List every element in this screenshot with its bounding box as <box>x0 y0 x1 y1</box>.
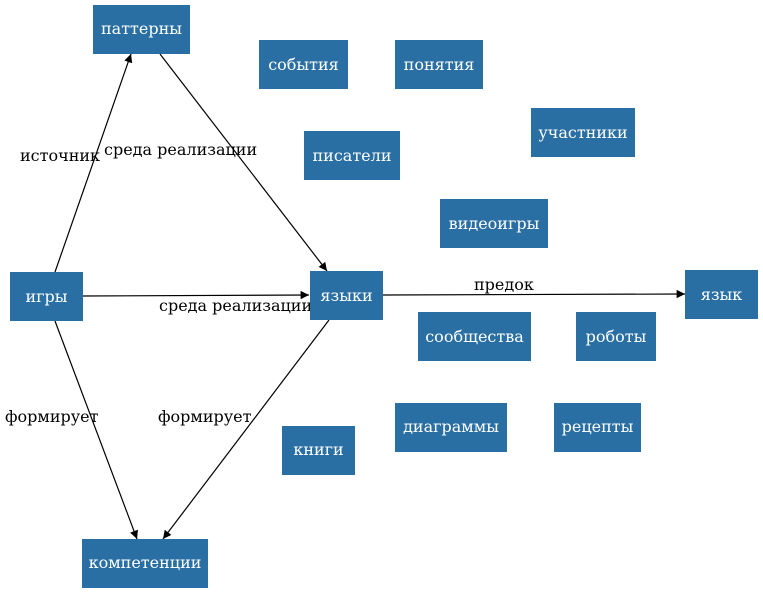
node-label: писатели <box>313 146 392 165</box>
node-participants[interactable]: участники <box>531 108 635 157</box>
node-diagrams[interactable]: диаграммы <box>395 403 507 452</box>
node-patterns[interactable]: паттерны <box>93 5 190 54</box>
edge-games-patterns <box>54 53 133 273</box>
node-languages[interactable]: языки <box>310 271 383 320</box>
edge-languages-language <box>382 289 686 299</box>
node-language[interactable]: язык <box>685 270 758 319</box>
node-label: видеоигры <box>449 214 540 233</box>
edge-patterns-languages <box>159 53 328 272</box>
node-label: роботы <box>586 327 647 346</box>
edge-label-ancestor: предок <box>474 275 534 294</box>
edge-languages-competencies <box>162 319 330 540</box>
node-label: участники <box>538 123 627 142</box>
node-label: компетенции <box>89 553 202 572</box>
node-label: понятия <box>404 55 475 74</box>
edge-label-forms-2: формирует <box>158 407 252 426</box>
node-label: книги <box>293 440 343 459</box>
node-label: диаграммы <box>403 417 499 436</box>
node-events[interactable]: события <box>259 40 348 89</box>
node-label: языки <box>320 286 372 305</box>
node-games[interactable]: игры <box>10 272 83 321</box>
node-label: рецепты <box>562 417 634 436</box>
node-communities[interactable]: сообщества <box>418 312 531 361</box>
edge-games-competencies <box>54 320 138 540</box>
node-competencies[interactable]: компетенции <box>82 539 208 588</box>
node-robots[interactable]: роботы <box>576 312 656 361</box>
node-label: паттерны <box>101 19 182 38</box>
node-recipes[interactable]: рецепты <box>554 403 641 452</box>
node-label: сообщества <box>425 327 524 346</box>
edge-label-forms-1: формирует <box>5 407 99 426</box>
edge-games-languages <box>82 290 310 300</box>
edge-label-implementation-env-1: среда реализации <box>104 140 257 159</box>
node-writers[interactable]: писатели <box>304 131 400 180</box>
node-concepts[interactable]: понятия <box>395 40 483 89</box>
node-videogames[interactable]: видеоигры <box>440 199 548 248</box>
edge-label-source: источник <box>20 146 100 165</box>
edge-label-implementation-env-2: среда реализации <box>159 296 312 315</box>
node-label: язык <box>701 285 743 304</box>
node-books[interactable]: книги <box>282 426 355 475</box>
node-label: игры <box>25 287 67 306</box>
node-label: события <box>268 55 339 74</box>
